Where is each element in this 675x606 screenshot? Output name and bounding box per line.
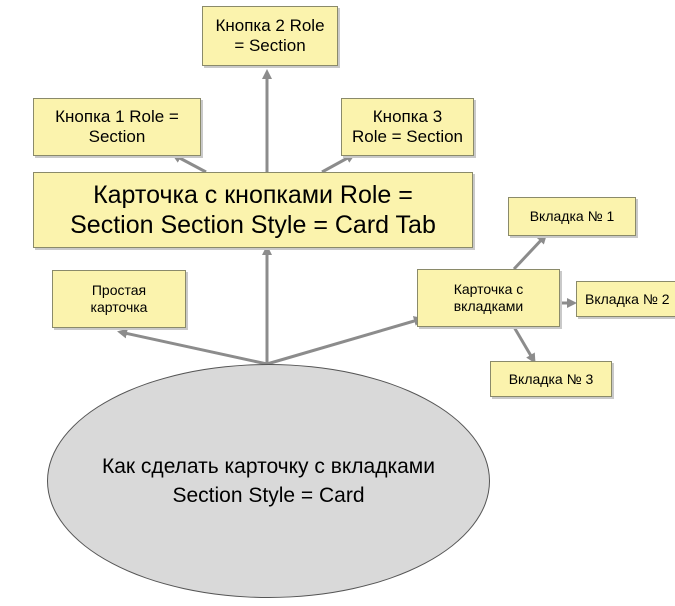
- card-buttons-line1: Карточка с кнопками Role =: [93, 181, 413, 209]
- button2-line2: = Section: [234, 36, 306, 55]
- arrow-card-buttons-to-button1: [171, 153, 207, 174]
- card-tabs-line1: Карточка с: [453, 281, 524, 298]
- root-oval: Как сделать карточку с вкладками Section…: [47, 364, 490, 598]
- button2-line1: Кнопка 2 Role: [215, 15, 325, 35]
- button3-node: Кнопка 3 Role = Section: [341, 98, 474, 156]
- root-line2: Section Style = Card: [172, 484, 365, 507]
- tab1-label: Вкладка № 1: [529, 208, 615, 225]
- root-line1: Как сделать карточку с вкладками: [102, 454, 435, 478]
- arrow-card-tabs-to-tab3: [512, 326, 536, 364]
- button1-node: Кнопка 1 Role = Section: [33, 98, 201, 156]
- arrow-root-to-card-tabs: [266, 316, 424, 366]
- simple-card-line1: Простая: [91, 282, 147, 299]
- tab1-node: Вкладка № 1: [508, 197, 636, 236]
- button1-line2: Section: [88, 127, 146, 146]
- arrow-root-to-simple-card: [117, 328, 268, 366]
- simple-card-line2: карточка: [90, 299, 148, 315]
- card-buttons-line2: Section Section Style = Card Tab: [70, 211, 436, 239]
- tab3-node: Вкладка № 3: [490, 361, 612, 397]
- card-tabs-node: Карточка с вкладками: [417, 269, 560, 327]
- tab2-node: Вкладка № 2: [576, 281, 675, 317]
- button3-line2: Role = Section: [351, 127, 464, 146]
- tab2-label: Вкладка № 2: [585, 290, 670, 307]
- arrow-card-buttons-to-button3: [321, 153, 356, 174]
- button3-line1: Кнопка 3: [372, 106, 443, 126]
- card-tabs-line2: вкладками: [453, 298, 524, 314]
- arrow-card-tabs-to-tab1: [512, 233, 548, 271]
- button2-node: Кнопка 2 Role = Section: [202, 6, 338, 66]
- simple-card-node: Простая карточка: [52, 270, 186, 328]
- tab3-label: Вкладка № 3: [508, 370, 594, 387]
- button1-line1: Кнопка 1 Role =: [55, 106, 179, 126]
- card-buttons-node: Карточка с кнопками Role = Section Secti…: [33, 172, 473, 248]
